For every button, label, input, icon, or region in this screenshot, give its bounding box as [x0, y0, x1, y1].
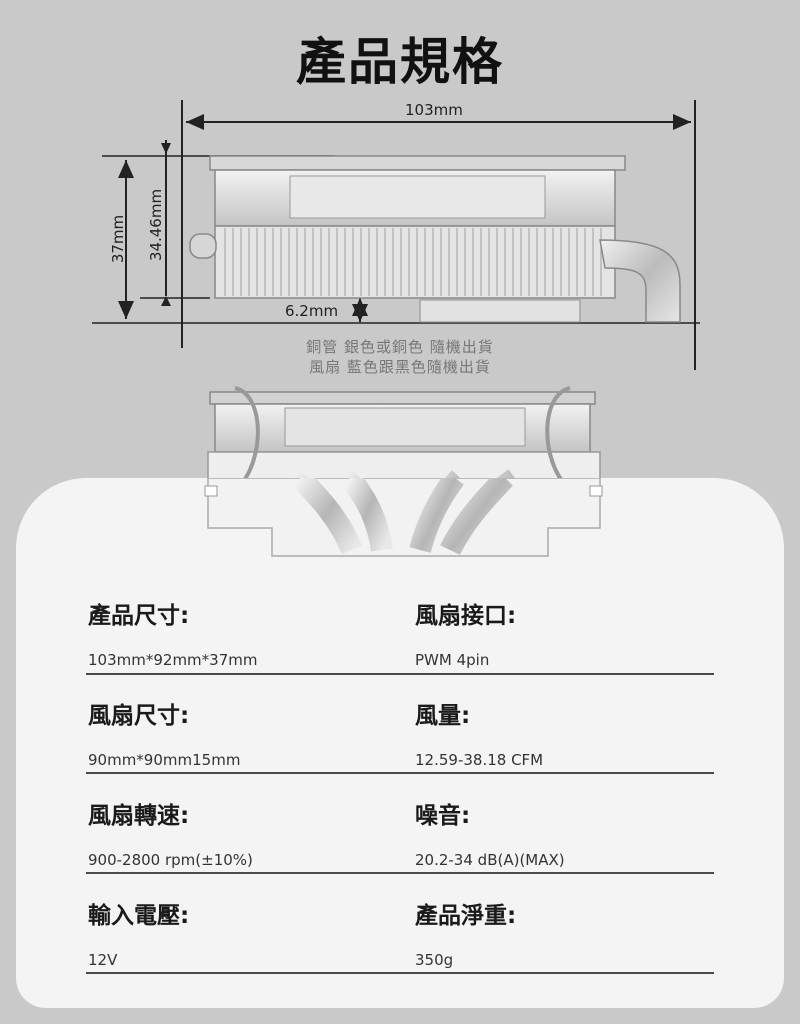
spec-value: 12V — [88, 951, 118, 969]
clearance-label: 6.2mm — [285, 302, 339, 320]
spec-value: 103mm*92mm*37mm — [88, 651, 258, 669]
pipe-color-note: 銅管 銀色或銅色 隨機出貨 — [306, 338, 494, 356]
height-total-label: 37mm — [109, 214, 127, 264]
fan-color-note: 風扇 藍色跟黑色隨機出貨 — [309, 358, 491, 376]
spec-label: 噪音: — [415, 803, 471, 829]
divider — [86, 772, 714, 774]
divider — [86, 673, 714, 675]
height-body-label: 34.46mm — [147, 188, 165, 262]
spec-label: 風扇尺寸: — [88, 703, 190, 729]
spec-label: 風扇轉速: — [88, 803, 190, 829]
spec-value: 90mm*90mm15mm — [88, 751, 241, 769]
spec-label: 產品尺寸: — [88, 603, 190, 629]
width-dimension-label: 103mm — [405, 101, 463, 119]
spec-value: PWM 4pin — [415, 651, 490, 669]
spec-label: 輸入電壓: — [88, 903, 190, 929]
side-view-cooler — [189, 155, 681, 323]
spec-label: 風扇接口: — [415, 603, 517, 629]
spec-value: 350g — [415, 951, 454, 969]
spec-value: 20.2-34 dB(A)(MAX) — [415, 851, 565, 869]
page-title: 產品規格 — [296, 33, 504, 91]
spec-value: 12.59-38.18 CFM — [415, 751, 544, 769]
spec-label: 產品淨重: — [415, 903, 517, 929]
cooler-lower-heatsink — [204, 478, 603, 557]
divider — [86, 972, 714, 974]
spec-card — [16, 478, 784, 1008]
spec-value: 900-2800 rpm(±10%) — [88, 851, 253, 869]
spec-label: 風量: — [415, 703, 471, 729]
divider — [86, 872, 714, 874]
